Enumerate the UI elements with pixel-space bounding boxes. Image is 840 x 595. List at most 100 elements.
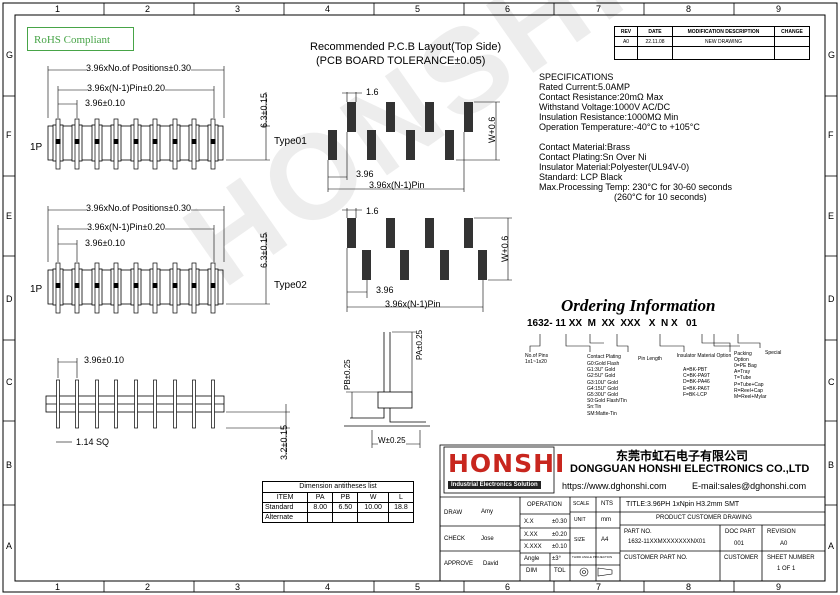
- side-pitch: 3.96±0.10: [84, 355, 124, 365]
- type01-dim1: 3.96xNo.of Positions±0.30: [86, 63, 192, 73]
- dim-header: PA: [307, 492, 334, 503]
- col-label: 7: [596, 582, 602, 592]
- type02-dim2: 3.96x(N-1)Pin±0.20: [87, 222, 165, 232]
- row-label: D: [828, 294, 835, 304]
- col-label: 4: [325, 4, 331, 14]
- spec-line: Contact Resistance:20mΩ Max: [539, 92, 664, 102]
- projection-symbol: [579, 567, 613, 577]
- spec-line: Withstand Voltage:1000V AC/DC: [539, 102, 671, 112]
- tb-part-no-label: PART NO.: [624, 529, 652, 535]
- row-label: E: [828, 211, 835, 221]
- tb-part-no: 1632-11XXMXXXXXXXNX01: [628, 539, 706, 545]
- tb-scale-val: NTS: [601, 501, 613, 507]
- pcb1-w: W+0.6: [487, 116, 497, 143]
- row-label: E: [6, 211, 13, 221]
- pin-detail: [344, 332, 430, 427]
- tb-revision-val: A0: [780, 541, 788, 547]
- pcb2-pitch: 3.96: [376, 285, 394, 295]
- tb-tol-label: TOL: [554, 568, 566, 574]
- dimension-table: Dimension antitheses list ITEM PA PB W L…: [261, 481, 415, 523]
- tb-draw-name: Amy: [481, 509, 493, 515]
- tb-tol-3-val: ±3°: [552, 556, 562, 562]
- pcb1-pitch: 3.96: [356, 169, 374, 179]
- dim-cell: [307, 512, 334, 523]
- row-label: F: [828, 130, 834, 140]
- tb-drawing-type: PRODUCT CUSTOMER DRAWING: [656, 515, 752, 521]
- company-logo: HONSHI: [448, 449, 566, 478]
- type01-pin1: 1P: [30, 142, 43, 153]
- spec-line: Contact Material:Brass: [539, 142, 631, 152]
- dim-cell: [357, 512, 389, 523]
- col-label: 8: [686, 4, 692, 14]
- plating-option: G3:10U" Gold: [587, 379, 618, 386]
- col-label: 2: [145, 4, 151, 14]
- tb-check-name: Jose: [481, 536, 494, 542]
- pcb-title-line2: (PCB BOARD TOLERANCE±0.05): [316, 55, 486, 67]
- spec-line: (260°C for 10 seconds): [539, 192, 707, 202]
- dimension-table-title: Dimension antitheses list: [262, 481, 414, 492]
- spec-line: Operation Temperature:-40°C to +105°C: [539, 122, 700, 132]
- ordering-insulator-list: A=BK-PBT C=BK-PA9T D=BK-PA46 E=BK-PA6T F…: [683, 367, 710, 398]
- company-name-cn: 东莞市虹石电子有限公司: [616, 449, 749, 463]
- tb-tol-3: Angle: [524, 556, 540, 562]
- tb-sheet: SHEET NUMBER: [767, 555, 815, 561]
- row-label: F: [6, 130, 12, 140]
- insulator-option: F=BK-LCP: [683, 391, 708, 398]
- tb-unit-val: mm: [601, 517, 611, 523]
- type01-dim3: 3.96±0.10: [85, 98, 125, 108]
- tb-dim: DIM: [526, 568, 537, 574]
- detail-pa: PA±0.25: [415, 329, 424, 360]
- dim-cell: 8.00: [307, 502, 334, 513]
- ordering-code: 1632- 11 XX M XX XXX X N X 01: [527, 318, 698, 329]
- col-label: 8: [686, 582, 692, 592]
- detail-pb: PB±0.25: [343, 359, 352, 390]
- spec-title: SPECIFICATIONS: [539, 72, 614, 82]
- col-label: 4: [325, 582, 331, 592]
- row-label: A: [828, 541, 835, 551]
- tb-doc-part: DOC PART: [725, 529, 756, 535]
- dim-header: L: [387, 492, 415, 503]
- tb-revision: REVISION: [767, 529, 796, 535]
- tb-doc-part-val: 001: [734, 541, 745, 547]
- row-label: C: [828, 377, 835, 387]
- plating-option: SM:Matte-Tin: [587, 410, 617, 417]
- tb-tol-2-val: ±0.10: [552, 544, 567, 550]
- plating-option: G1:3U" Gold: [587, 367, 616, 374]
- tb-scale: SCALE: [573, 501, 590, 507]
- spec-line: Insulation Resistance:1000MΩ Min: [539, 112, 679, 122]
- tb-customer: CUSTOMER: [724, 555, 759, 561]
- type02-pins: [52, 262, 219, 314]
- col-label: 7: [596, 4, 602, 14]
- col-label: 5: [415, 582, 421, 592]
- side-height: 3.2±0.15: [279, 425, 289, 460]
- plating-option: G0:Gold Flash: [587, 361, 620, 367]
- tb-operation: OPERATION: [527, 502, 562, 508]
- col-label: 3: [235, 4, 241, 14]
- packing-option: 0=PE Bag: [734, 363, 757, 369]
- dim-cell: Alternate: [261, 512, 309, 523]
- tb-draw: DRAW: [444, 510, 463, 516]
- col-label: 3: [235, 582, 241, 592]
- packing-option: M=Reel+Mylar: [734, 394, 767, 401]
- tb-size-val: A4: [601, 537, 609, 543]
- type01-dim-height: 6.3±0.15: [259, 93, 269, 128]
- plating-option: G5:30U" Gold: [587, 392, 618, 399]
- ordering-packing-title: Packing Option: [734, 351, 752, 363]
- dim-cell: [387, 512, 415, 523]
- tb-title: TITLE:3.96PH 1xNpin H3.2mm SMT: [626, 501, 740, 508]
- tb-unit: UNIT: [574, 517, 586, 523]
- side-sq: 1.14 SQ: [76, 437, 110, 447]
- spec-line: Insulator Material:Polyester(UL94V-0): [539, 162, 690, 172]
- pcb2-w: W+0.6: [500, 235, 510, 262]
- dim-cell: 6.50: [332, 502, 359, 513]
- rohs-badge: RoHS Compliant: [27, 27, 134, 51]
- pcb1-span: 3.96x(N-1)Pin: [369, 180, 425, 190]
- col-label: 9: [776, 582, 782, 592]
- col-label: 5: [415, 4, 421, 14]
- ordering-packing-list: 0=PE Bag A=Tray T=Tube P=Tube+Cap R=Reel…: [734, 363, 767, 400]
- pcb-layout-1: [328, 102, 473, 160]
- type02-dim1: 3.96xNo.of Positions±0.30: [86, 203, 192, 213]
- spec-line: Max.Processing Temp: 230°C for 30-60 sec…: [539, 182, 733, 192]
- ordering-plating-title: Contact Plating: [587, 354, 621, 360]
- tb-tol-0: X.X: [524, 519, 534, 525]
